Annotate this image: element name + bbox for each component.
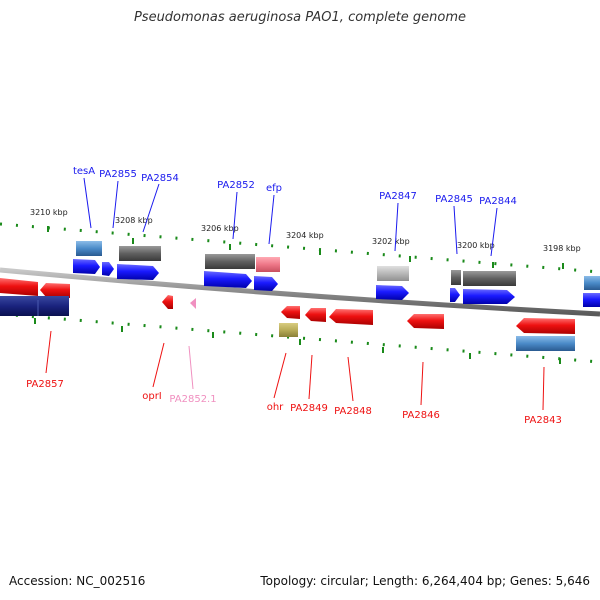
scale-label-3208: 3208 kbp — [115, 216, 153, 225]
gene-PA2857-part2[interactable] — [40, 283, 70, 298]
feature-PA2847-lightgray[interactable] — [377, 266, 409, 281]
feature-PA2845-dark[interactable] — [451, 270, 461, 285]
gene-PA2843[interactable] — [516, 318, 575, 334]
feature-PA2843-steelblue[interactable] — [516, 336, 575, 351]
label-PA2844[interactable]: PA2844 — [479, 196, 517, 207]
gene-PA2845[interactable] — [450, 288, 460, 302]
label-PA2854[interactable]: PA2854 — [141, 173, 179, 184]
scale-ticks-inner — [0, 312, 600, 364]
feature-PA2854-dark[interactable] — [119, 246, 161, 261]
feature-efp-pink[interactable] — [256, 257, 280, 272]
gene-PA2848[interactable] — [329, 309, 373, 325]
scale-major-ticks — [34, 226, 564, 364]
gene-PA2854[interactable] — [117, 264, 159, 280]
callout-lines-bottom — [45, 330, 545, 411]
scale-label-3202: 3202 kbp — [372, 237, 410, 246]
gene-tesA[interactable] — [73, 259, 100, 274]
label-PA2857[interactable]: PA2857 — [26, 379, 64, 390]
gene-edge-right-blue[interactable] — [583, 293, 600, 307]
gene-PA2844[interactable] — [463, 289, 515, 304]
label-PA2845[interactable]: PA2845 — [435, 194, 473, 205]
scale-label-3198: 3198 kbp — [543, 244, 581, 253]
gene-PA2849[interactable] — [305, 308, 326, 322]
feature-tesA-steelblue[interactable] — [76, 241, 102, 256]
label-PA2849[interactable]: PA2849 — [290, 403, 328, 414]
label-efp[interactable]: efp — [266, 183, 282, 194]
gene-PA2852.1[interactable] — [190, 298, 196, 309]
label-PA2852[interactable]: PA2852 — [217, 180, 255, 191]
map-title: Pseudomonas aeruginosa PAO1, complete ge… — [133, 10, 467, 25]
accession-text: Accession: NC_002516 — [9, 574, 146, 588]
topology-text: Topology: circular; Length: 6,264,404 bp… — [260, 574, 590, 588]
label-PA2843[interactable]: PA2843 — [524, 415, 562, 426]
label-PA2848[interactable]: PA2848 — [334, 406, 372, 417]
feature-PA2852-dark[interactable] — [205, 254, 255, 269]
gene-PA2855[interactable] — [102, 262, 114, 276]
scale-label-3204: 3204 kbp — [286, 231, 324, 240]
label-PA2852.1[interactable]: PA2852.1 — [169, 394, 216, 405]
callout-lines-top — [83, 177, 498, 257]
gene-PA2857-part1[interactable] — [0, 278, 38, 296]
gene-PA2847[interactable] — [376, 285, 409, 300]
label-PA2847[interactable]: PA2847 — [379, 191, 417, 202]
label-tesA[interactable]: tesA — [73, 166, 95, 177]
feature-ohr-olive[interactable] — [279, 323, 298, 337]
label-ohr[interactable]: ohr — [267, 402, 284, 413]
scale-label-3206: 3206 kbp — [201, 224, 239, 233]
scale-label-3200: 3200 kbp — [457, 241, 495, 250]
gene-PA2852[interactable] — [204, 271, 252, 288]
feature-PA2857-navy[interactable] — [0, 296, 69, 316]
feature-PA2844-dark[interactable] — [463, 271, 516, 286]
feature-edge-steelblue-right[interactable] — [584, 276, 600, 290]
gene-PA2846[interactable] — [407, 314, 444, 329]
gene-ohr[interactable] — [281, 306, 300, 319]
gene-efp[interactable] — [254, 276, 278, 291]
genome-backbone — [0, 267, 600, 317]
scale-label-3210: 3210 kbp — [30, 208, 68, 217]
gene-oprI[interactable] — [162, 295, 173, 309]
label-PA2855[interactable]: PA2855 — [99, 169, 137, 180]
label-oprI[interactable]: oprI — [142, 391, 162, 402]
label-PA2846[interactable]: PA2846 — [402, 410, 440, 421]
